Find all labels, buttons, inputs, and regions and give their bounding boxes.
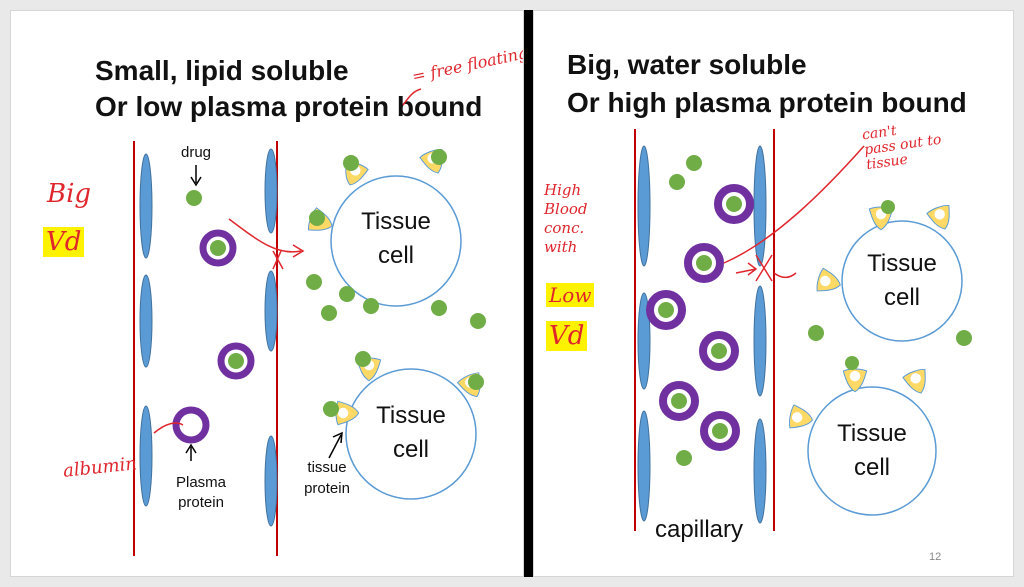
plasma-proteins bbox=[172, 229, 255, 444]
tissue-cell-top bbox=[841, 220, 963, 342]
tissue-protein bbox=[814, 267, 844, 297]
tissue-cell-top-label-1: Tissue bbox=[867, 250, 937, 277]
tissue-cell-bottom bbox=[807, 386, 937, 516]
tissue-protein bbox=[901, 367, 933, 398]
tissue-cell-bottom-label-2: cell bbox=[392, 436, 429, 463]
plasma-protein-label-line2: protein bbox=[178, 494, 224, 511]
tissue-cell-bottom-label-1: Tissue bbox=[837, 420, 907, 447]
left-title-line1: Small, lipid soluble bbox=[95, 55, 349, 86]
panel-divider bbox=[524, 10, 533, 577]
free-drugs bbox=[186, 190, 486, 329]
annotation-vd: Vd bbox=[546, 321, 588, 351]
tissue-cell-bottom bbox=[345, 368, 477, 500]
plasma-protein-label-line1: Plasma bbox=[175, 474, 227, 491]
annotation-low: Low bbox=[546, 283, 595, 307]
left-diagram bbox=[133, 88, 489, 556]
tissue-protein bbox=[787, 404, 816, 433]
bound-drugs bbox=[309, 149, 484, 417]
right-slide: Big, water soluble Or high plasma protei… bbox=[533, 10, 1014, 577]
tissue-cell-bottom-label-1: Tissue bbox=[376, 402, 446, 429]
right-diagram bbox=[634, 129, 972, 531]
plasma-proteins bbox=[646, 184, 754, 451]
slide-number: 12 bbox=[929, 551, 942, 563]
handwriting-strokes bbox=[153, 88, 422, 434]
tissue-cell-top bbox=[330, 175, 462, 307]
capillary-label: capillary bbox=[654, 516, 744, 543]
left-title-line2: Or low plasma protein bound bbox=[95, 91, 483, 122]
tissue-protein-label-line1: tissue bbox=[307, 459, 347, 476]
endothelial-cells bbox=[139, 148, 278, 527]
tissue-cell-top-label-2: cell bbox=[883, 284, 920, 311]
right-title-line2: Or high plasma protein bound bbox=[567, 87, 967, 118]
right-title-line1: Big, water soluble bbox=[567, 49, 807, 80]
tissue-cell-bottom-label-2: cell bbox=[853, 454, 890, 481]
drug-label: drug bbox=[180, 144, 212, 161]
tissue-cell-top-label-2: cell bbox=[377, 242, 414, 269]
tissue-protein-label-line2: protein bbox=[304, 480, 350, 497]
endothelial-cells bbox=[637, 145, 767, 524]
annotation-vd: Vd bbox=[43, 227, 85, 257]
bound-drug bbox=[881, 200, 895, 214]
handwriting-strokes bbox=[723, 145, 865, 282]
annotation-big: Big bbox=[47, 179, 92, 209]
tissue-cell-top-label-1: Tissue bbox=[361, 208, 431, 235]
annotation-high-blood-conc: High Blood conc. with bbox=[544, 181, 588, 256]
bound-drug bbox=[845, 356, 859, 370]
free-drugs bbox=[669, 155, 972, 466]
left-slide: Small, lipid soluble Or low plasma prote… bbox=[10, 10, 524, 577]
